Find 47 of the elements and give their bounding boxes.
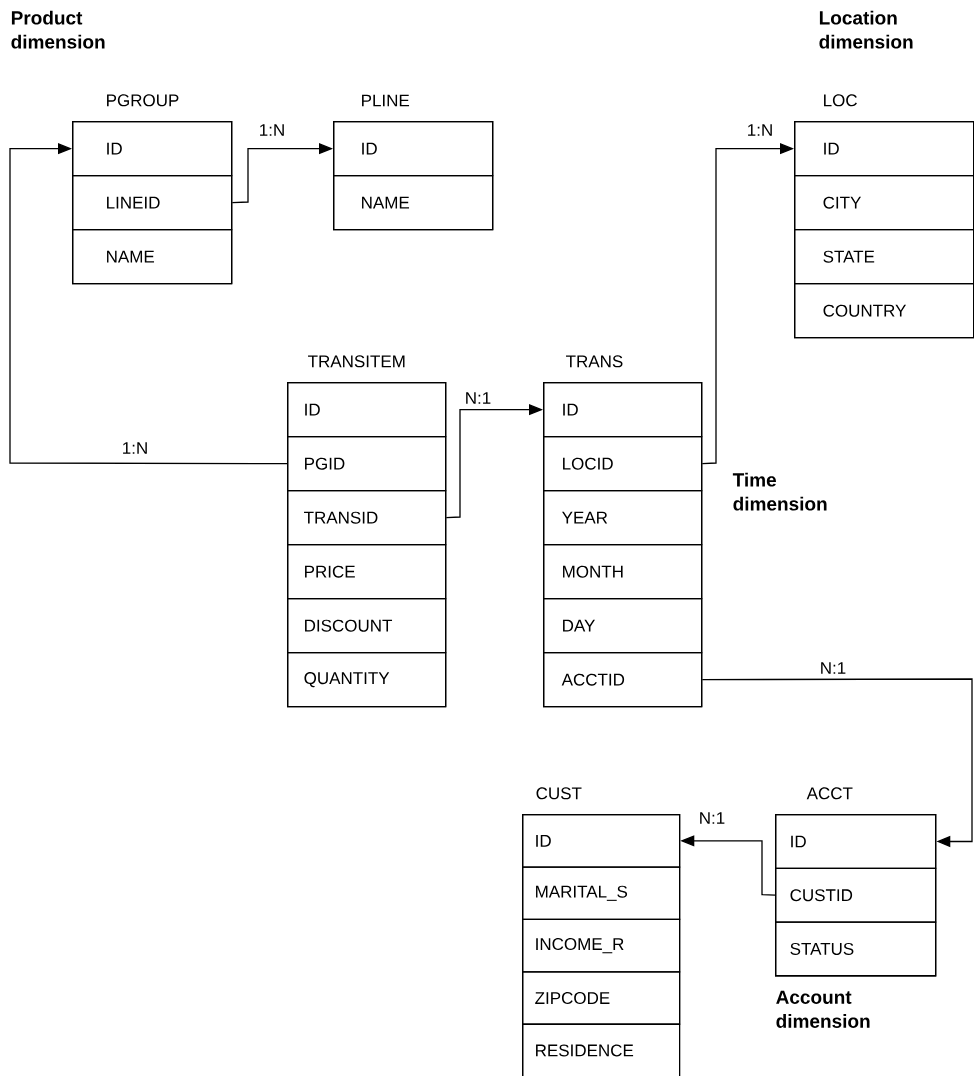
field-row: ID [775, 814, 937, 869]
node-label: TRANSITEM [308, 355, 405, 368]
node-label: CUST [536, 787, 582, 800]
connector-arrow [701, 678, 973, 848]
field-row: ID [522, 814, 681, 868]
field-row: ID [287, 382, 447, 438]
field-row: STATE [794, 229, 974, 285]
field-row: NAME [333, 175, 494, 231]
node-label: TRANS [566, 355, 623, 368]
dimension-heading: Time dimension [732, 472, 827, 511]
node-label: ACCT [806, 787, 853, 800]
edge-label: 1:N [748, 124, 772, 136]
edge-label: N:1 [821, 662, 846, 674]
field-row: ID [333, 121, 494, 177]
field-row: QUANTITY [287, 652, 447, 708]
connector-arrow [9, 143, 288, 465]
field-row: TRANSID [287, 490, 447, 546]
node-label: PGROUP [107, 94, 179, 107]
edge-label: N:1 [700, 812, 725, 824]
edge-label: 1:N [260, 124, 284, 136]
field-row: PGID [287, 436, 447, 492]
node-label: PLINE [362, 94, 410, 107]
field-row: PRICE [287, 544, 447, 600]
field-row: YEAR [543, 490, 703, 546]
field-row: ACCTID [543, 652, 703, 708]
field-row: RESIDENCE [522, 1023, 681, 1076]
field-row: ID [794, 121, 974, 177]
field-row: MONTH [543, 544, 703, 600]
dimension-heading: Location dimension [819, 10, 913, 49]
field-row: ID [72, 121, 233, 177]
field-row: ZIPCODE [522, 971, 681, 1025]
node-label: LOC [824, 94, 857, 107]
field-row: DISCOUNT [287, 598, 447, 654]
field-row: STATUS [775, 921, 937, 977]
field-row: DAY [543, 598, 703, 654]
edge-label: 1:N [123, 442, 147, 454]
dimension-heading: Product dimension [11, 10, 105, 49]
field-row: ID [543, 382, 703, 438]
field-row: CITY [794, 175, 974, 231]
field-row: CUSTID [775, 867, 937, 923]
field-row: LOCID [543, 436, 703, 492]
field-row: INCOME_R [522, 918, 681, 973]
field-row: LINEID [72, 175, 233, 231]
field-row: NAME [72, 229, 233, 285]
edge-label: N:1 [466, 392, 491, 404]
field-row: MARITAL_S [522, 866, 681, 921]
field-row: COUNTRY [794, 283, 974, 339]
